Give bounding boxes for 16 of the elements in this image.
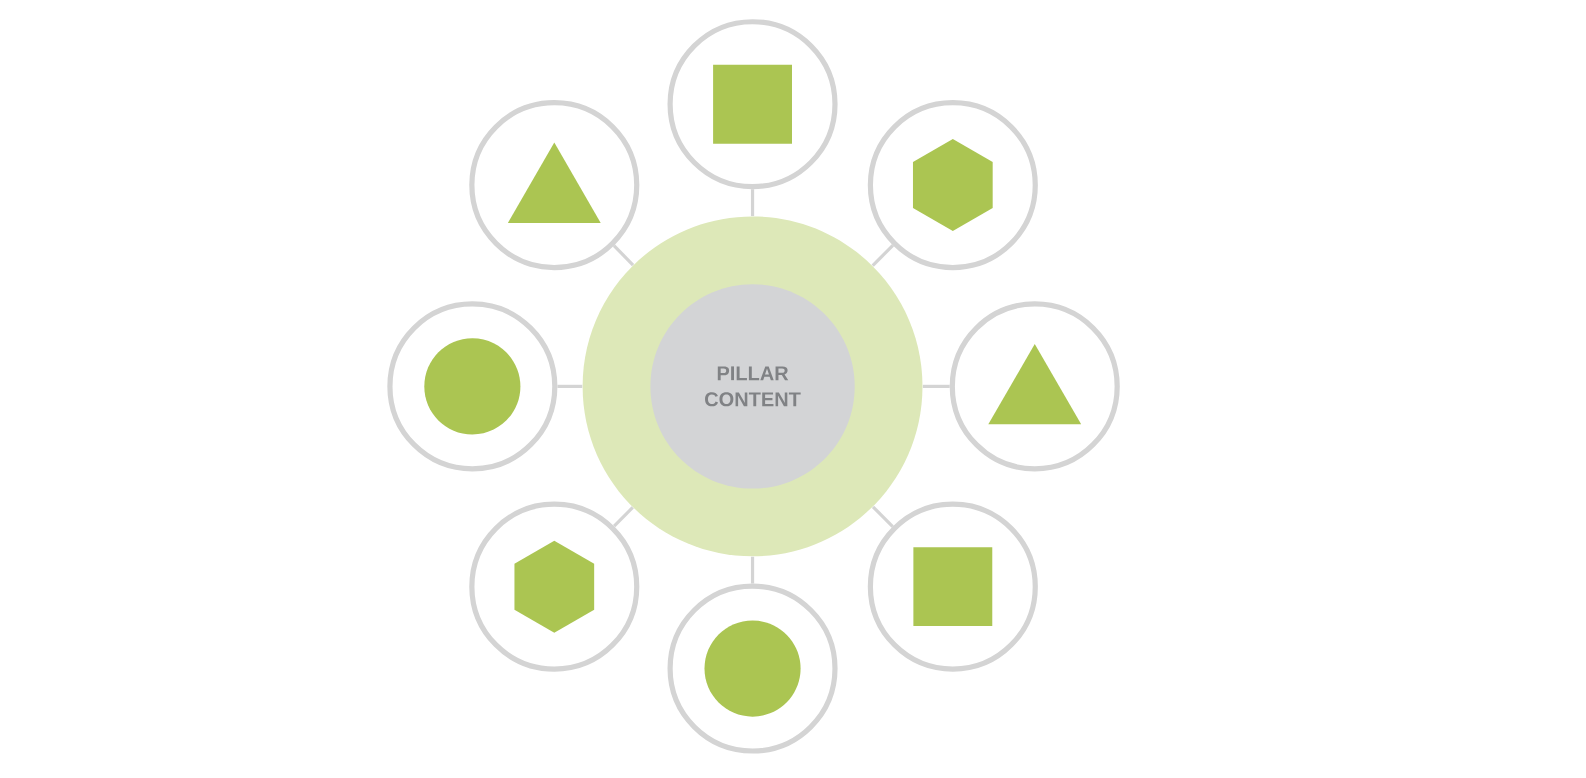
connector-line bbox=[871, 244, 894, 267]
connector-line bbox=[922, 384, 950, 388]
connector-line bbox=[871, 505, 894, 528]
circle-icon bbox=[424, 338, 521, 435]
connector-line bbox=[613, 506, 634, 528]
triangle-icon bbox=[988, 343, 1082, 425]
square-icon bbox=[913, 547, 993, 627]
square-icon bbox=[713, 64, 792, 144]
connector-line bbox=[612, 244, 635, 267]
connector-line bbox=[750, 189, 755, 217]
hexagon-icon bbox=[912, 139, 993, 232]
connector-line bbox=[750, 556, 755, 584]
circle-icon bbox=[704, 620, 801, 717]
connector-line bbox=[557, 384, 583, 388]
hexagon-icon bbox=[514, 540, 595, 633]
triangle-icon bbox=[507, 142, 601, 223]
